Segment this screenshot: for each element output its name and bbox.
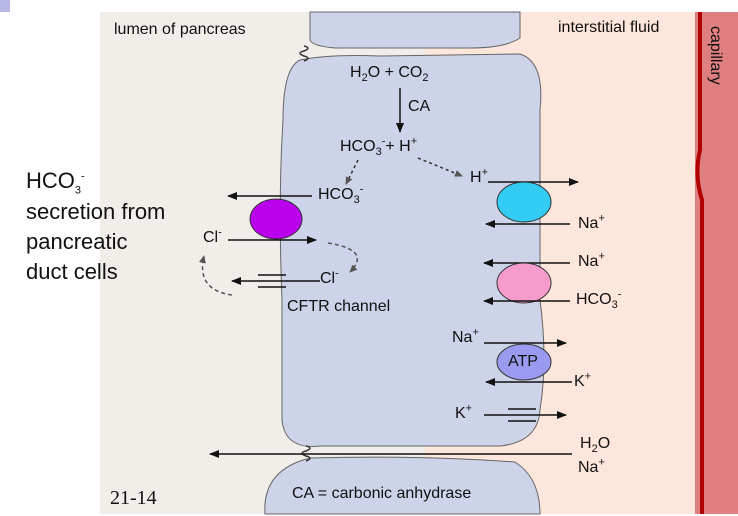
corner-mark [0,0,10,12]
left-cl-out-label: Cl- [203,226,222,246]
interstitial-label: interstitial fluid [558,19,660,36]
title-line-1: HCO3- [26,168,85,197]
right-h-label: H+ [470,166,488,186]
enzyme-label: CA [408,98,431,115]
hco3-diffusion-arrow [345,159,359,185]
cl-recycle-loop [327,242,358,273]
na-k-atpase [496,343,552,381]
left-hco3-label: HCO3- [318,183,364,207]
reaction-reactants: H2O + CO2 [350,64,429,85]
title-line-3: pancreatic [26,229,128,254]
title-line-4: duct cells [26,259,118,284]
capillary-wall [695,12,704,514]
na-h-exchanger [496,181,552,223]
right-k1-label: K+ [574,370,592,390]
left-cl-in-label: Cl- [320,267,339,287]
right-hco3-label: HCO3- [576,288,622,312]
cl-hco3-exchanger [249,198,303,240]
right-na2-label: Na+ [578,250,605,270]
title-line-2: secretion from [26,199,166,224]
lower-cell [264,456,541,515]
reaction-products: HCO3-+ H+ [340,135,418,159]
na-hco3-cotransporter [496,262,552,304]
legend-label: CA = carbonic anhydrase [292,485,472,502]
cl-return-loop [198,255,233,296]
bottom-na-label: Na+ [578,456,605,476]
tight-junction-top [299,45,309,62]
right-na3-label: Na+ [452,326,479,346]
right-na1-label: Na+ [578,212,605,232]
capillary-label: capillary [707,26,724,85]
bottom-h2o-label: H2O [580,435,611,456]
upper-cell [309,11,521,49]
cftr-label: CFTR channel [287,298,391,315]
right-k2-label: K+ [455,402,473,422]
duct-cell [279,53,545,447]
lumen-label: lumen of pancreas [114,21,246,38]
h-diffusion-arrow [417,157,463,177]
atp-label: ATP [508,353,538,370]
slide-number: 21-14 [110,487,157,509]
